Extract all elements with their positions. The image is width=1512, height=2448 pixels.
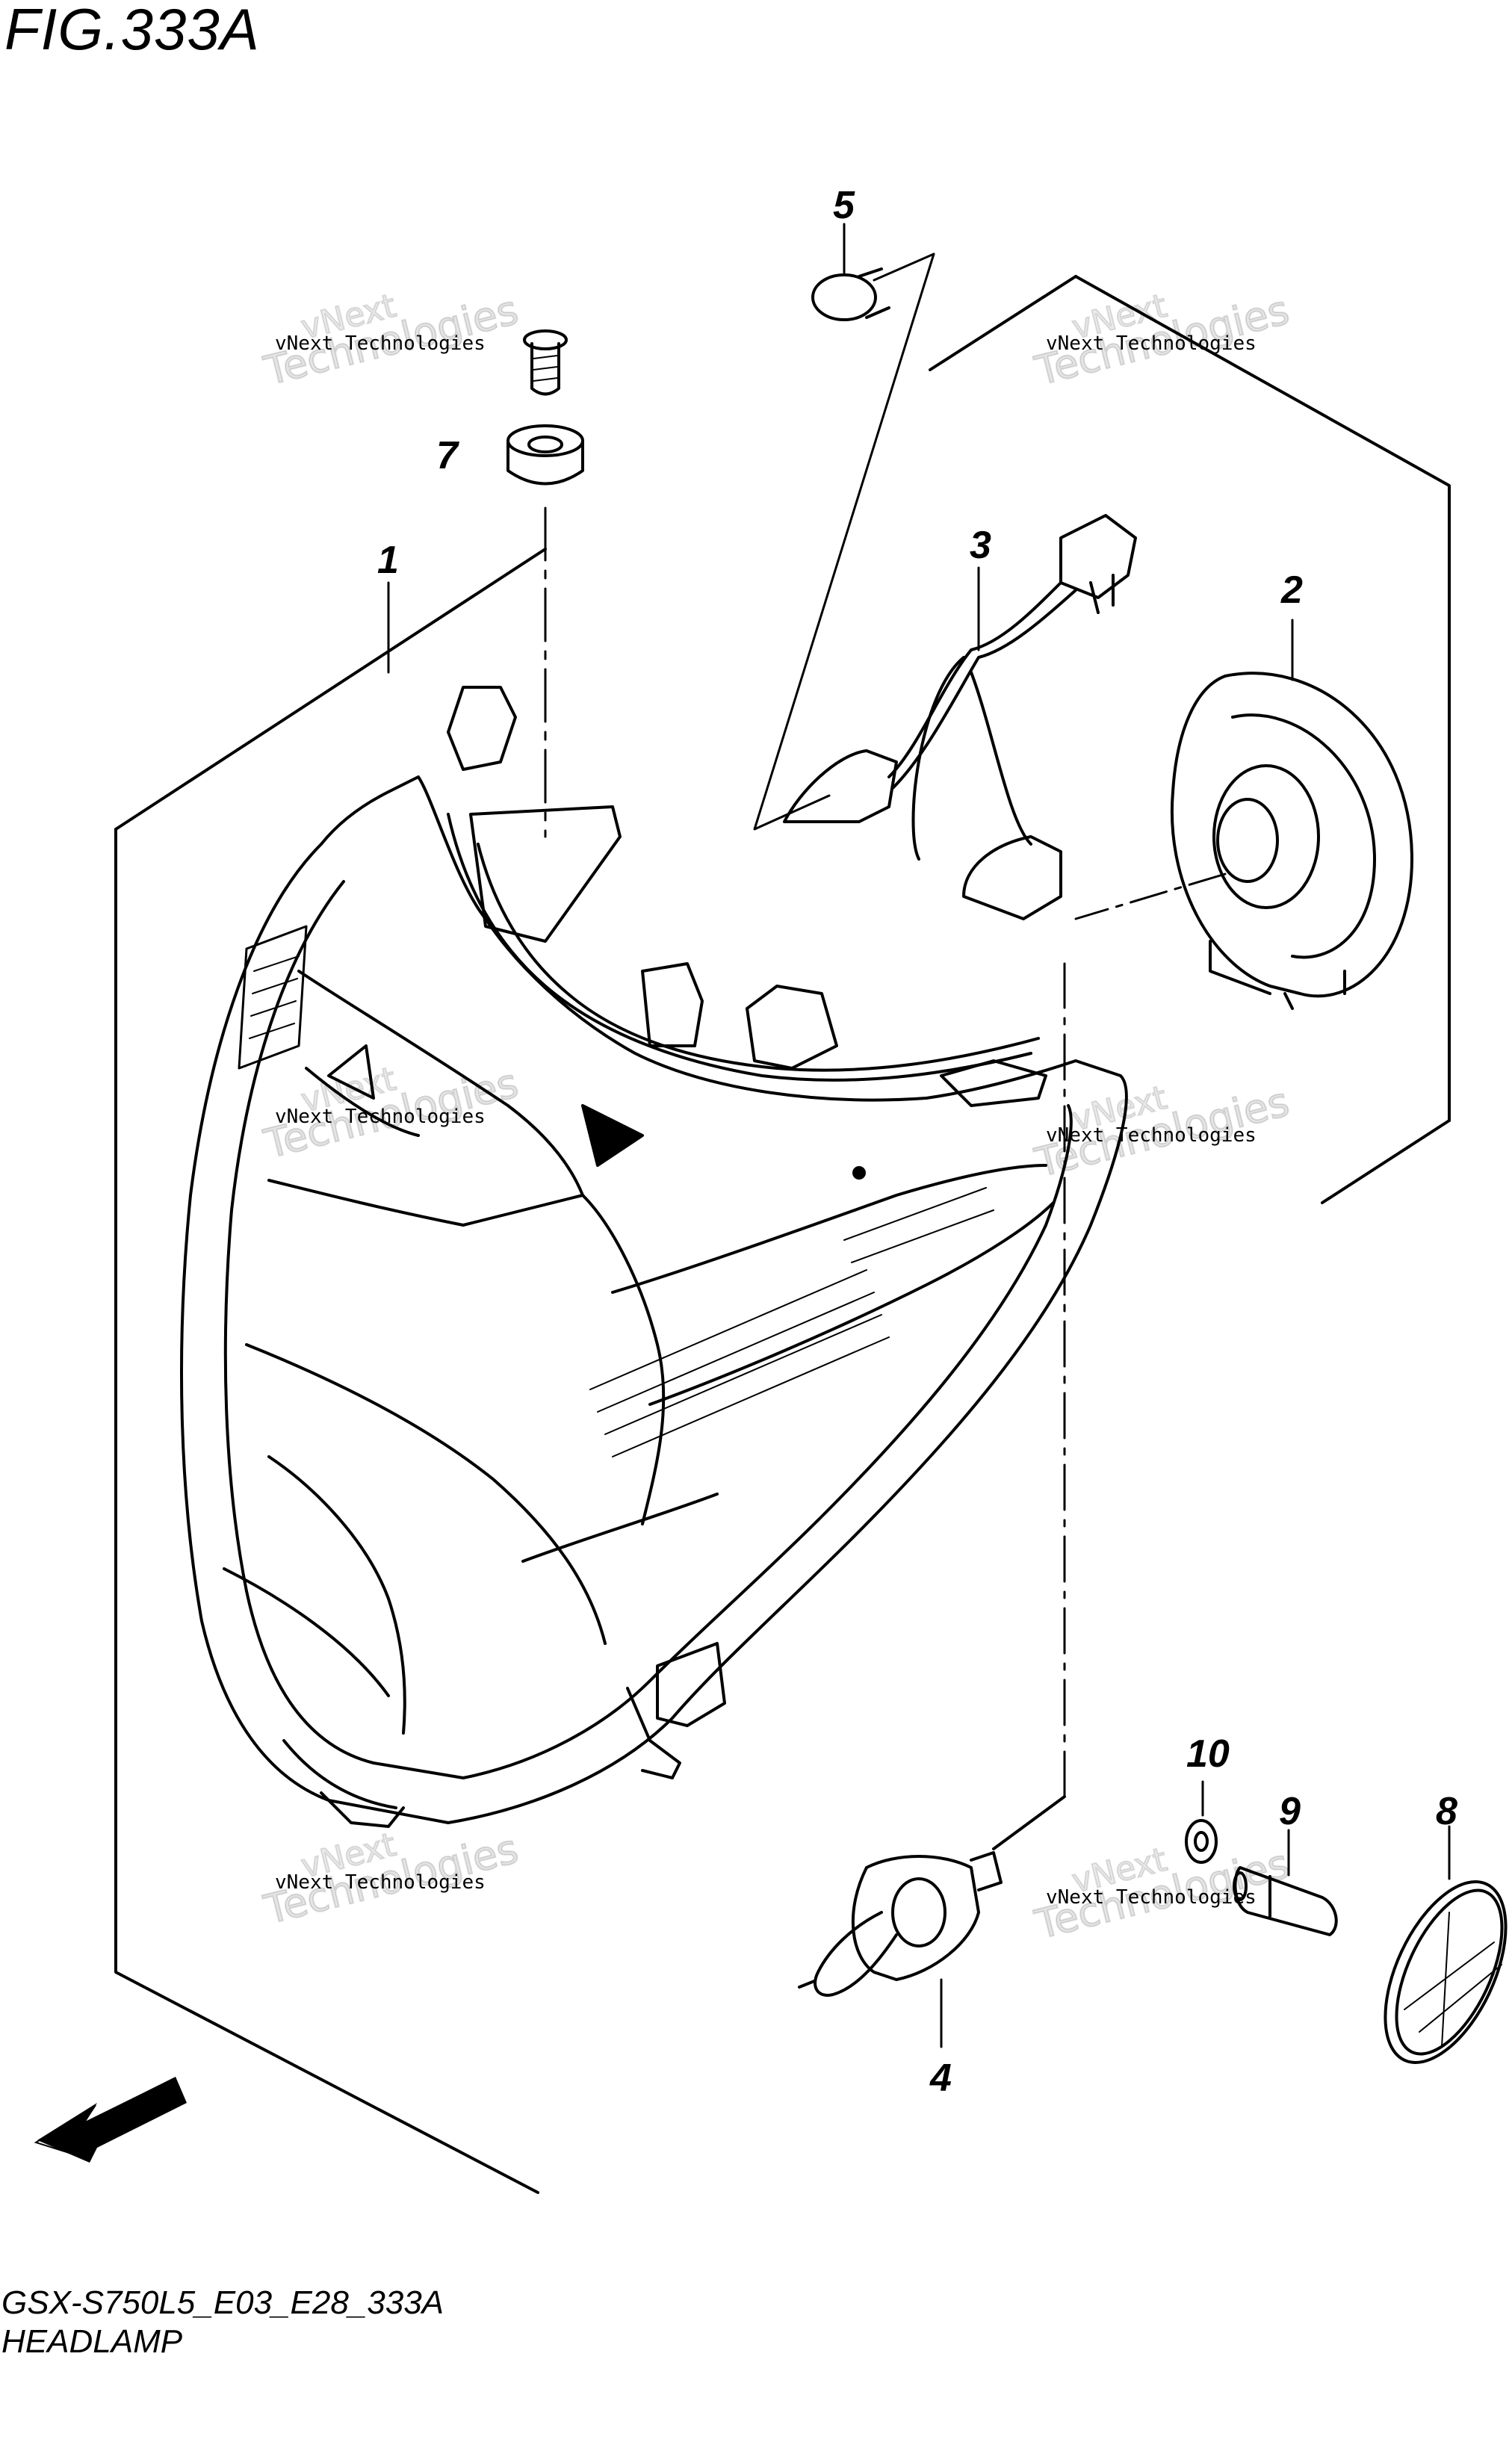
callout-10: 10 <box>1186 1732 1230 1776</box>
figure-title: FIG.333A <box>4 0 260 62</box>
callout-2: 2 <box>1281 568 1303 612</box>
watermark: vNext Technologies vNext Technologies <box>259 1824 524 1934</box>
watermark: vNext Technologies vNext Technologies <box>1030 1839 1295 1949</box>
callout-8: 8 <box>1436 1790 1457 1833</box>
group-outline-top <box>114 548 547 831</box>
group-outline <box>1074 275 1451 1122</box>
watermark: vNext Technologies vNext Technologies <box>1030 285 1295 395</box>
callout-5: 5 <box>833 184 855 227</box>
callout-3: 3 <box>970 524 991 567</box>
callout-4: 4 <box>930 2057 952 2100</box>
watermark: vNext Technologies vNext Technologies <box>259 1059 524 1168</box>
group-outline-left <box>114 828 539 2194</box>
fwd-arrow-icon <box>34 2077 187 2163</box>
callout-1: 1 <box>377 539 399 582</box>
figure-name: HEADLAMP <box>1 2323 183 2360</box>
watermark: vNext Technologies vNext Technologies <box>1030 1077 1295 1187</box>
callout-7: 7 <box>436 434 458 477</box>
watermark: vNext Technologies vNext Technologies <box>259 285 524 395</box>
callout-9: 9 <box>1279 1790 1301 1833</box>
figure-code: GSX-S750L5_E03_E28_333A <box>1 2284 444 2321</box>
